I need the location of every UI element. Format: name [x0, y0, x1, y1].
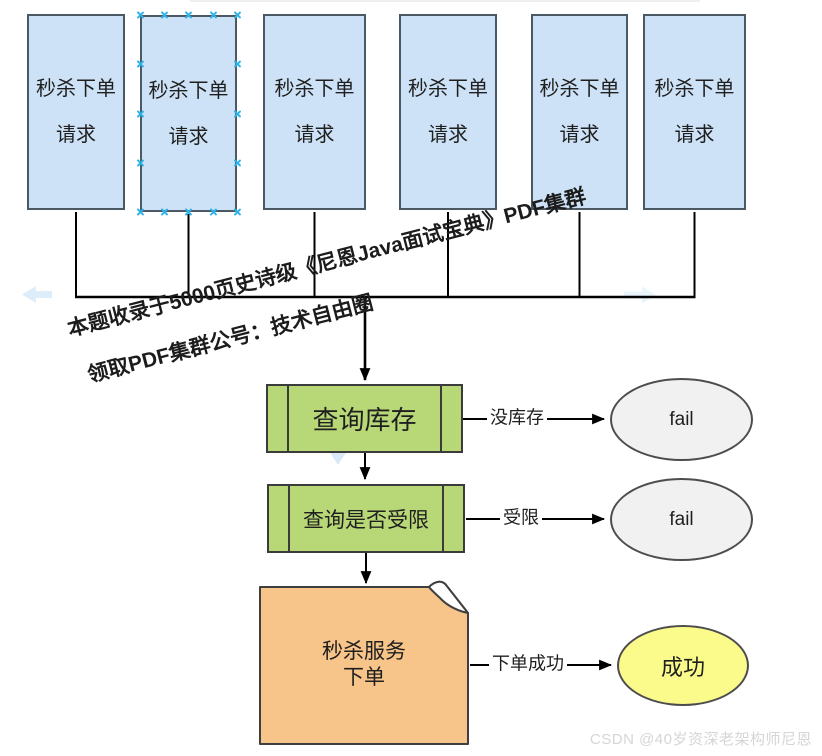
connection-point-icon[interactable] [136, 208, 145, 217]
request-box-6[interactable]: 秒杀下单 请求 [643, 14, 746, 210]
order-service-label-line2: 下单 [343, 666, 385, 690]
fail-no-stock-label: fail [669, 408, 694, 430]
connection-point-icon[interactable] [136, 109, 145, 118]
request-box-4-label-line2: 请求 [428, 124, 468, 146]
request-box-3-label-line2: 请求 [294, 124, 335, 146]
check-limit-label: 查询是否受限 [303, 508, 429, 532]
request-box-2-selected[interactable]: 秒杀下单 请求 [140, 15, 237, 212]
connection-point-icon[interactable] [209, 208, 218, 217]
faint-left-arrow-watermark [22, 286, 52, 303]
check-stock-node[interactable]: 查询库存 [266, 384, 463, 453]
edge-label-limited[interactable]: 受限 [500, 507, 542, 529]
watermark-csdn: CSDN @40岁资深老架构师尼恩 [589, 731, 812, 748]
request-box-4[interactable]: 秒杀下单 请求 [399, 14, 497, 210]
order-service-note-fold [428, 580, 469, 614]
connection-point-icon[interactable] [184, 11, 193, 20]
process-bar [287, 386, 289, 451]
connection-point-icon[interactable] [160, 208, 169, 217]
request-box-6-label-line2: 请求 [674, 124, 715, 146]
connection-point-icon[interactable] [233, 208, 242, 217]
fail-no-stock-node[interactable]: fail [610, 378, 753, 461]
canvas-top-edge-artifact [190, 0, 700, 2]
fail-limited-label: fail [669, 508, 694, 530]
request-box-3[interactable]: 秒杀下单 请求 [263, 14, 366, 210]
success-label: 成功 [660, 654, 705, 680]
request-box-6-label-line1: 秒杀下单 [654, 78, 735, 100]
request-box-4-label-line1: 秒杀下单 [408, 78, 488, 100]
order-service-label[interactable]: 秒杀服务 下单 [280, 640, 448, 689]
request-box-1-label-line1: 秒杀下单 [36, 78, 116, 100]
request-box-5[interactable]: 秒杀下单 请求 [531, 14, 628, 210]
connection-point-icon[interactable] [233, 11, 242, 20]
process-bar [442, 486, 444, 551]
success-node[interactable]: 成功 [617, 625, 749, 706]
request-drop-lines[interactable] [75, 212, 696, 297]
connection-point-icon[interactable] [136, 11, 145, 20]
request-box-1[interactable]: 秒杀下单 请求 [27, 14, 125, 210]
connection-point-icon[interactable] [184, 208, 193, 217]
request-box-3-label-line1: 秒杀下单 [274, 78, 355, 100]
check-limit-node[interactable]: 查询是否受限 [267, 484, 465, 553]
order-service-label-line1: 秒杀服务 [322, 640, 406, 663]
connection-point-icon[interactable] [233, 60, 242, 69]
request-box-5-label-line1: 秒杀下单 [539, 78, 620, 100]
request-box-5-label-line2: 请求 [559, 124, 600, 146]
connection-point-icon[interactable] [136, 60, 145, 69]
fail-limited-node[interactable]: fail [610, 478, 753, 561]
connection-point-icon[interactable] [233, 109, 242, 118]
process-bar [440, 386, 442, 451]
edge-label-no-stock[interactable]: 没库存 [487, 407, 547, 429]
connection-point-icon[interactable] [160, 11, 169, 20]
request-box-1-label-line2: 请求 [56, 124, 96, 146]
process-bar [288, 486, 290, 551]
connection-point-icon[interactable] [136, 159, 145, 168]
connection-point-icon[interactable] [209, 11, 218, 20]
request-box-2-label-line2: 请求 [168, 125, 209, 148]
edge-label-order-success[interactable]: 下单成功 [489, 653, 567, 675]
faint-right-arrow-watermark [624, 286, 656, 304]
connection-point-icon[interactable] [233, 159, 242, 168]
check-stock-label: 查询库存 [312, 405, 417, 435]
request-box-2-label-line1: 秒杀下单 [148, 79, 229, 102]
